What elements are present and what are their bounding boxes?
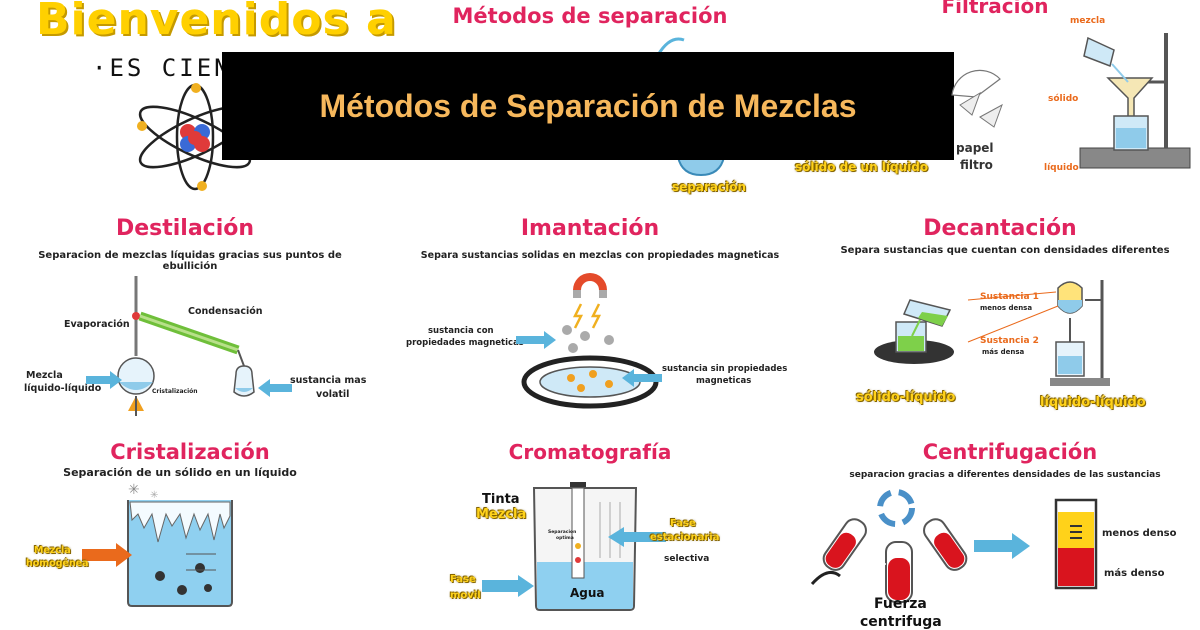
main-title-banner: Métodos de Separación de Mezclas bbox=[222, 52, 954, 160]
crystallization-apparatus-icon: ✳ ✳ bbox=[127, 482, 233, 607]
separacion-optima-label-2: optima bbox=[556, 536, 574, 541]
filtracion-liquido-label: líquido bbox=[1044, 163, 1079, 173]
arrow-centri-icon bbox=[974, 533, 1030, 559]
fase-est-label: Fase bbox=[670, 518, 696, 529]
main-title: Métodos de Separación de Mezclas bbox=[319, 87, 857, 124]
arrow-con-icon bbox=[516, 331, 556, 349]
brand-text: ·ES CIEN bbox=[92, 54, 232, 82]
fuerza-label: Fuerza bbox=[874, 596, 927, 612]
cristalizacion-desc: Separación de un sólido en un líquido bbox=[63, 466, 297, 479]
sustancia2-sub-label: más densa bbox=[982, 348, 1025, 356]
volatil-label: sustancia mas bbox=[290, 375, 367, 386]
cristal-homogenea-label: homogénea bbox=[26, 558, 89, 569]
centrifuga-label: centrifuga bbox=[860, 614, 942, 630]
tinta-label: Tinta bbox=[482, 492, 520, 507]
top-methods-title: Métodos de separación bbox=[452, 4, 728, 28]
fase-est-label-2: estacionaria bbox=[650, 532, 720, 543]
chromatography-apparatus-icon bbox=[532, 482, 638, 611]
arrow-sin-icon bbox=[622, 369, 662, 387]
separacion-optima-label: Separacion bbox=[548, 530, 577, 535]
imantacion-con-label-2: propiedades magneticas bbox=[406, 338, 524, 348]
atom-icon bbox=[137, 83, 255, 191]
destilacion-title: Destilación bbox=[115, 216, 255, 241]
selectiva-label: selectiva bbox=[664, 554, 710, 564]
sustancia2-label: Sustancia 2 bbox=[980, 336, 1039, 346]
sustancia1-label: Sustancia 1 bbox=[980, 292, 1039, 302]
welcome-heading: Bienvenidos a bbox=[36, 0, 397, 45]
cristal-mezcla-label: Mezcla bbox=[34, 545, 71, 556]
centrifugacion-title: Centrifugación bbox=[922, 440, 1098, 464]
imantacion-title: Imantación bbox=[520, 216, 660, 241]
flask-bottom-icon bbox=[676, 156, 726, 177]
fase-movil-label-2: movil bbox=[450, 590, 481, 601]
separated-tube-icon bbox=[1054, 498, 1098, 590]
imantacion-sin-label: sustancia sin propiedades bbox=[662, 364, 788, 374]
destilacion-desc: Separacion de mezclas líquidas gracias s… bbox=[38, 250, 342, 272]
cromatografia-mezcla-label: Mezcla bbox=[476, 507, 527, 522]
menos-denso-label: menos denso bbox=[1102, 528, 1177, 539]
top-separacion-label: separación bbox=[672, 180, 746, 194]
filtration-apparatus-icon bbox=[1079, 33, 1191, 169]
cristalizacion-small-label: Cristalización bbox=[152, 388, 198, 395]
arrow-volatil-icon bbox=[258, 379, 292, 397]
top-solido-liquido-label: sólido de un líquido bbox=[795, 160, 929, 174]
svg-text:✳: ✳ bbox=[128, 482, 140, 498]
decantacion-title: Decantación bbox=[923, 216, 1077, 241]
imantacion-desc: Separa sustancias solidas en mezclas con… bbox=[420, 250, 780, 261]
cristalizacion-title: Cristalización bbox=[110, 440, 270, 464]
solido-liquido-label: sólido-líquido bbox=[856, 390, 956, 405]
centrifuge-tubes-icon bbox=[810, 489, 968, 603]
filtracion-title: Filtración bbox=[941, 0, 1049, 18]
condensacion-label: Condensación bbox=[188, 306, 263, 317]
sustancia1-sub-label: menos densa bbox=[980, 304, 1033, 312]
mas-denso-label: más denso bbox=[1104, 568, 1165, 579]
hook-icon bbox=[656, 37, 685, 56]
volatil-label-2: volatil bbox=[316, 389, 350, 400]
destilacion-mezcla-label: Mezcla bbox=[26, 370, 63, 381]
arrow-fase-movil-icon bbox=[482, 575, 534, 597]
fase-movil-label: Fase bbox=[450, 574, 476, 585]
filtracion-solido-label: sólido bbox=[1048, 94, 1079, 104]
centrifugacion-desc: separacion gracias a diferentes densidad… bbox=[849, 470, 1161, 480]
liquido-liquido-label: líquido-líquido bbox=[1040, 395, 1146, 410]
evaporacion-label: Evaporación bbox=[64, 319, 130, 330]
cromatografia-title: Cromatografía bbox=[508, 440, 672, 464]
imantacion-sin-label-2: magneticas bbox=[696, 376, 752, 386]
arrow-mezcla-icon bbox=[86, 371, 122, 389]
arrow-cristal-icon bbox=[82, 543, 132, 567]
agua-label: Agua bbox=[570, 586, 605, 600]
decantacion-desc: Separa sustancias que cuentan con densid… bbox=[840, 245, 1170, 256]
filtracion-mezcla-label: mezcla bbox=[1070, 16, 1106, 26]
imantacion-con-label: sustancia con bbox=[428, 326, 494, 336]
destilacion-mezcla-label-2: líquido-líquido bbox=[24, 383, 102, 394]
decantation-apparatus-icon bbox=[874, 280, 1110, 386]
filtro-label: filtro bbox=[960, 158, 993, 172]
arrow-fase-est-icon bbox=[608, 527, 666, 547]
filter-paper-icon bbox=[951, 69, 1003, 128]
svg-text:✳: ✳ bbox=[150, 490, 158, 501]
papel-label: papel bbox=[956, 141, 994, 155]
distillation-apparatus-icon bbox=[117, 276, 255, 416]
